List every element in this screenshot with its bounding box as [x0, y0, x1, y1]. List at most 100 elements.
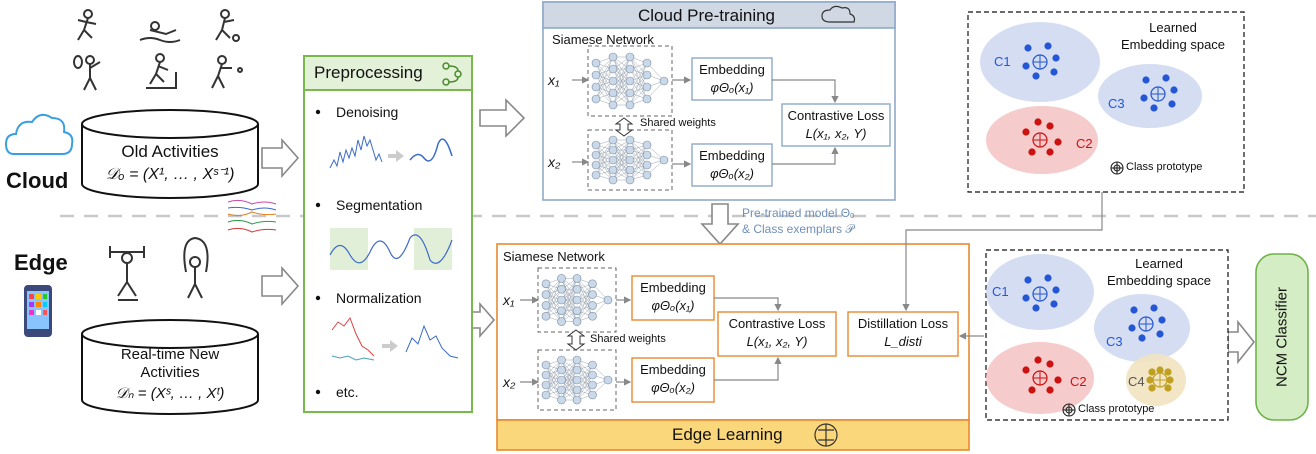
- edge-c3-point: [1150, 304, 1158, 312]
- brain-icon: [814, 423, 838, 447]
- cloud-net-bottom-neuron: [608, 165, 618, 175]
- edge-net-top-edge: [561, 289, 578, 322]
- distillation-loss-box: [847, 311, 959, 357]
- edge-net-top-edge: [561, 299, 578, 322]
- edge-input-1: x₁: [503, 292, 515, 308]
- cloud-siamese-networks: [591, 52, 669, 185]
- edge-prototype-legend: Class prototype: [1078, 403, 1155, 415]
- cloud-net-bottom-neuron: [642, 160, 652, 170]
- edge-label: Edge: [14, 250, 68, 275]
- edge-embedding-label-1: Embedding: [640, 280, 706, 295]
- edge-net-bottom-edge: [561, 369, 578, 401]
- cloud-shared-weights-arrow: [614, 117, 634, 137]
- cloud-net-bottom-neuron: [642, 170, 652, 180]
- cloud-net-top-edge: [629, 62, 648, 106]
- edge-cluster-c3: [1094, 294, 1190, 362]
- cloud-net-top-neuron: [642, 94, 652, 104]
- edge-embedding-label-2: Embedding: [640, 362, 706, 377]
- cloud-input-2: x₂: [548, 154, 561, 170]
- cloud-net-bottom-edge: [595, 139, 614, 166]
- edge-net-bottom-neuron: [588, 380, 597, 390]
- cloud-net-top-neuron: [591, 70, 601, 80]
- cloud-net-bottom-edge: [612, 139, 631, 181]
- arrow-prep-to-edge: [471, 301, 496, 339]
- cloud-net-bottom-edge: [595, 149, 614, 176]
- cloud-net-bottom-neuron: [591, 170, 601, 180]
- cloud-embedding-label-2: Embedding: [699, 148, 765, 163]
- edge-c3-point: [1158, 316, 1166, 324]
- cloud-net-top-edge: [612, 56, 631, 82]
- cloud-net-top-edge: [629, 62, 648, 94]
- cloud-c3-point: [1170, 86, 1178, 94]
- denoising-plot: [329, 135, 453, 169]
- edge-embedding-formula-1: φΘₒ(x₁): [651, 298, 695, 313]
- treadmill-icon: [146, 53, 177, 89]
- edge-net-bottom-neuron: [557, 375, 566, 385]
- cloud-net-top-edge: [595, 56, 614, 100]
- edge-net-top-neuron: [541, 301, 551, 310]
- cloud-net-bottom-edge: [612, 139, 631, 161]
- edge-net-bottom-neuron: [572, 385, 582, 395]
- cloud-net-top-edge: [612, 68, 631, 106]
- distillation-loss-formula: L_disti: [884, 334, 922, 349]
- edge-net-bottom-neuron: [541, 380, 551, 390]
- cloud-net-bottom-neuron: [591, 140, 601, 150]
- cloud-net-bottom-edge: [612, 159, 631, 181]
- edge-net-top-neuron: [557, 295, 566, 305]
- cloud-c3-point: [1168, 100, 1176, 108]
- cloud-connectors: [572, 76, 839, 168]
- edge-net-top-neuron: [541, 279, 551, 289]
- new-activities-title-2: Activities: [140, 364, 200, 381]
- edge-net-top-neuron: [572, 284, 582, 294]
- edge-net-top-edge: [545, 278, 562, 317]
- edge-net-top-neuron: [557, 306, 566, 316]
- edge-net-bottom-neuron: [557, 395, 566, 405]
- edge-embedding-box-1: [631, 275, 715, 321]
- edge-c4-point: [1166, 376, 1174, 384]
- cloud-embedding-box-2: [691, 143, 773, 187]
- edge-net-top-neuron: [572, 295, 582, 305]
- arrow-cloud-to-prep: [261, 137, 300, 179]
- swimmer-icon: [139, 21, 181, 43]
- cloud-net-top-neuron: [591, 82, 601, 92]
- cloud-embedding-box-1: [691, 57, 773, 101]
- runner-icon: [77, 9, 97, 41]
- old-activities-database: [81, 109, 259, 199]
- cloud-net-bottom-neuron: [625, 135, 635, 145]
- old-activities-title: Old Activities: [121, 142, 219, 161]
- prototype-legend-icon: [1110, 161, 1124, 175]
- cloud-net-bottom-neuron: [625, 165, 635, 175]
- cloud-net-bottom-edge: [595, 139, 614, 176]
- edge-net-top-neuron: [588, 290, 597, 299]
- edge-learning-footer: [496, 419, 970, 451]
- cloud-net-top-neuron: [608, 88, 618, 98]
- cloud-embedding-formula-2: φΘₒ(x₂): [710, 166, 754, 181]
- arrow-to-classifier: [1227, 319, 1256, 365]
- hollow-arrows: [261, 98, 1256, 365]
- cloud-loss-box: [781, 103, 891, 147]
- cloud-c2-point: [1028, 148, 1036, 156]
- edge-c4-point: [1156, 366, 1164, 374]
- cloud-c1-point: [1050, 68, 1058, 76]
- transfer-line-1: Pre-trained model Θₒ: [742, 206, 855, 220]
- cloud-c2-point: [1046, 122, 1054, 130]
- edge-net-top-neuron: [588, 279, 597, 289]
- bullets: [315, 109, 321, 395]
- phone-icon: [24, 285, 52, 337]
- new-activity-icons: [109, 236, 209, 301]
- cloud-net-top-neuron: [591, 94, 601, 104]
- cloud-net-top-neuron: [625, 100, 635, 110]
- cloud-pretraining-title: Cloud Pre-training: [638, 6, 776, 25]
- edge-net-top-edge: [545, 289, 562, 317]
- cloud-net-top-neuron: [608, 76, 618, 86]
- edge-connectors: [520, 184, 1103, 386]
- ncm-classifier-label: NCM Classifier: [1273, 286, 1291, 388]
- edge-space-title-1: Learned: [1135, 256, 1183, 271]
- old-activities-formula: 𝒟ₒ = (X¹, … , Xˢ⁻¹): [105, 166, 235, 183]
- edge-net-bottom-neuron: [572, 355, 582, 365]
- cloud-net-bottom-neuron: [591, 160, 601, 170]
- cloud-icon: [4, 113, 74, 155]
- cloud-net-bottom-neuron: [608, 135, 618, 145]
- cloud-net-bottom-neuron: [625, 145, 635, 155]
- edge-c2-point: [1046, 360, 1054, 368]
